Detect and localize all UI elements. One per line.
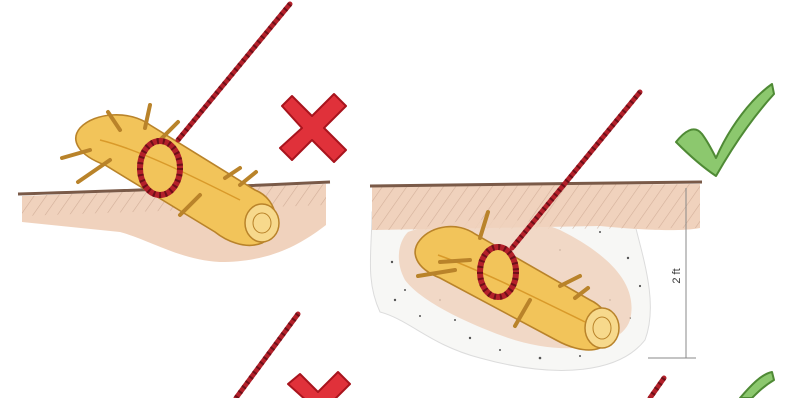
- red-x-icon: [288, 372, 350, 398]
- panel-buried-log: 2 ft: [370, 84, 774, 370]
- panel-shallow-log: [18, 4, 346, 262]
- green-check-icon: [740, 372, 774, 398]
- depth-label: 2 ft: [671, 268, 683, 283]
- panel-third-partial: [236, 314, 350, 398]
- red-x-icon: [280, 94, 346, 162]
- panel-fourth-partial: [650, 372, 774, 398]
- green-check-icon: [676, 84, 774, 176]
